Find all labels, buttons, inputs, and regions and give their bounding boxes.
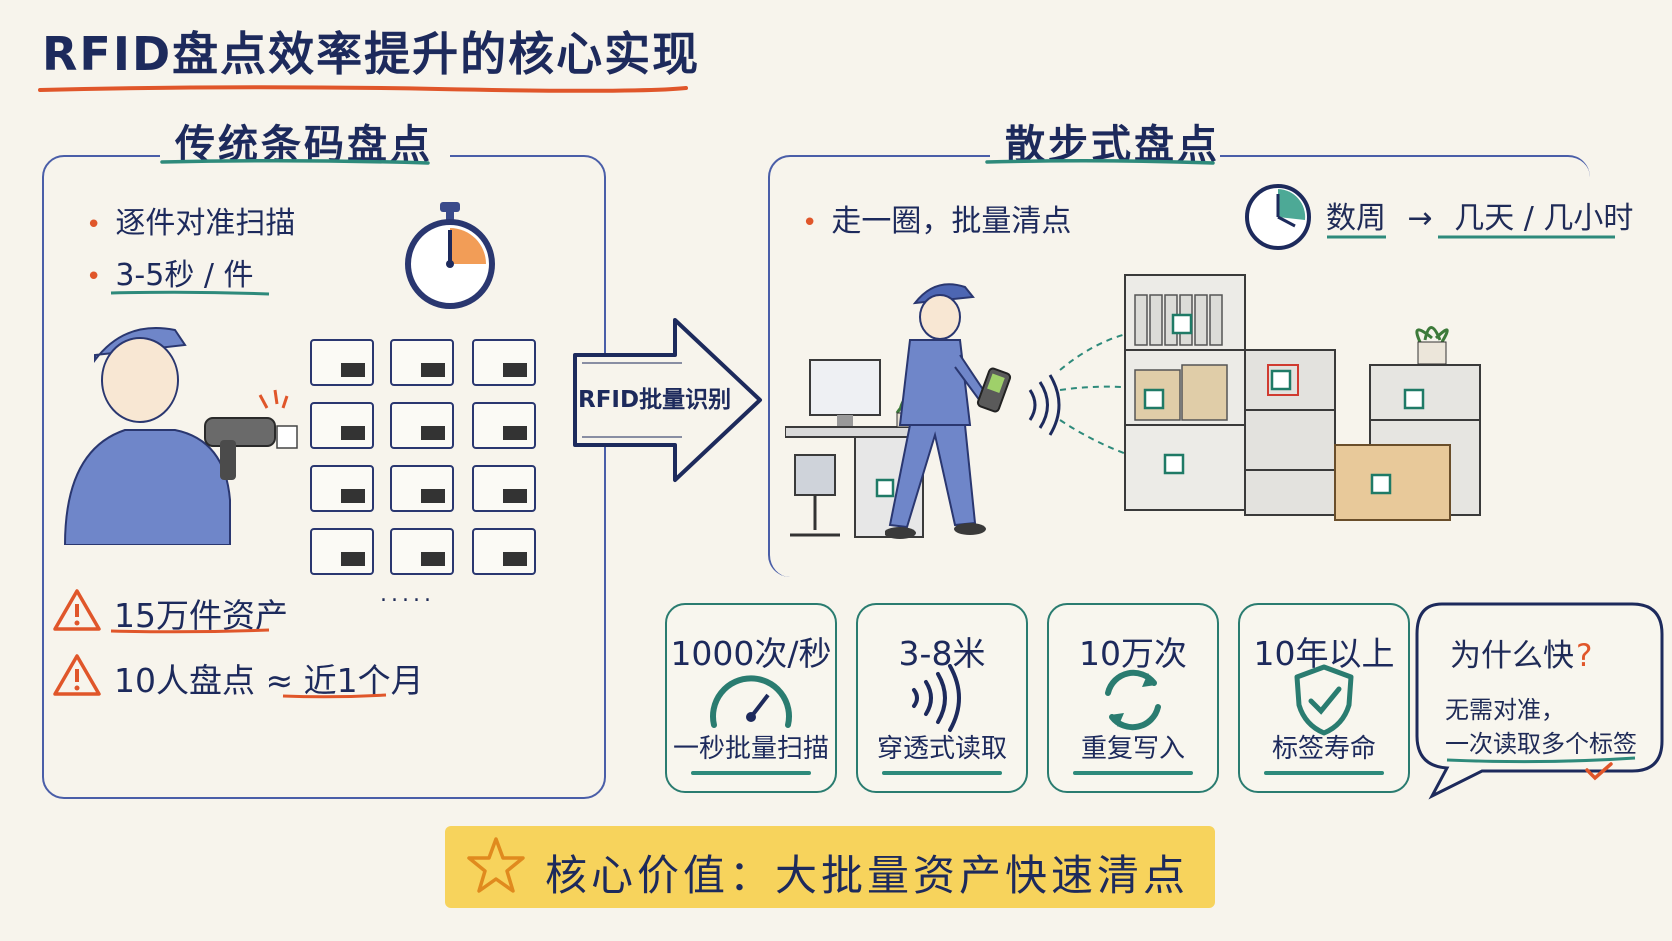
stat-label: 标签寿命 [1271, 734, 1376, 764]
question-mark: ? [1576, 638, 1593, 674]
stat-underline [1072, 771, 1194, 775]
warning-duration-text: 10人盘点 ≈ 近1个月 [114, 661, 424, 700]
star-icon [467, 837, 525, 893]
stat-card-tag-life: 10年以上 标签寿命 [1238, 603, 1410, 793]
warning-assets-text: 15万件资产 [114, 596, 288, 635]
stat-label: 穿透式读取 [876, 734, 1007, 764]
stat-underline [690, 771, 812, 775]
shield-check-icon [1294, 664, 1354, 736]
bubble-underline-check [1446, 756, 1636, 781]
time-from: 数周 [1326, 201, 1386, 236]
speedometer-icon [710, 675, 792, 728]
core-value-text: 核心价值：大批量资产快速清点 [545, 851, 1190, 900]
bullet-dot-icon: • [802, 208, 818, 238]
time-reduction: 数周 → 几天 / 几小时 [1326, 193, 1633, 237]
stat-card-rewrite: 10万次 重复写入 [1047, 603, 1219, 793]
walking-worker-illustration [885, 283, 1012, 539]
left-bullet-1: •逐件对准扫描 [86, 206, 296, 241]
refresh-arrows-icon [1105, 669, 1161, 731]
bullet-dot-icon: • [86, 262, 102, 292]
stat-value: 3-8米 [898, 634, 986, 673]
left-heading-underline [160, 158, 430, 165]
page-title: RFID盘点效率提升的核心实现 [42, 27, 701, 81]
left-bullet-2: •3-5秒 / 件 [86, 258, 254, 293]
stat-underline [1263, 771, 1385, 775]
speech-bubble [1415, 602, 1664, 800]
bullet-dot-icon: • [86, 210, 102, 240]
right-heading-underline [985, 158, 1215, 165]
warning-underline [282, 693, 387, 699]
stat-value: 1000次/秒 [670, 634, 832, 673]
big-arrow-icon [573, 318, 762, 482]
clock-icon [1245, 184, 1311, 250]
time-to: 几天 / 几小时 [1454, 201, 1634, 236]
warning-icon [53, 654, 101, 696]
stopwatch-icon [405, 202, 495, 309]
worker-scanning-illustration [63, 327, 298, 545]
title-underline [38, 85, 688, 93]
warning-underline [110, 628, 270, 634]
warning-icon [53, 589, 101, 631]
stat-card-read-range: 3-8米 穿透式读取 [856, 603, 1028, 793]
more-items-ellipsis: ..... [380, 582, 435, 607]
stat-label: 重复写入 [1080, 734, 1185, 764]
signal-waves-icon [912, 664, 961, 732]
storage-shelves-illustration [1124, 274, 1481, 521]
stat-label: 一秒批量扫描 [672, 734, 829, 764]
stat-underline [881, 771, 1003, 775]
arrow-label: RFID批量识别 [578, 387, 732, 413]
bullet-underline [110, 290, 270, 296]
barcode-boxes-grid [310, 339, 536, 575]
stat-value: 10万次 [1079, 634, 1187, 673]
right-bullet: •走一圈，批量清点 [802, 204, 1072, 239]
bubble-line-1: 无需对准， [1445, 696, 1565, 724]
bubble-line-2: 一次读取多个标签 [1445, 730, 1637, 758]
core-value-banner [445, 826, 1215, 908]
time-underline [1327, 235, 1615, 239]
time-arrow: → [1407, 201, 1433, 236]
bubble-heading: 为什么快? [1450, 638, 1593, 674]
stat-card-scan-rate: 1000次/秒 一秒批量扫描 [665, 603, 837, 793]
